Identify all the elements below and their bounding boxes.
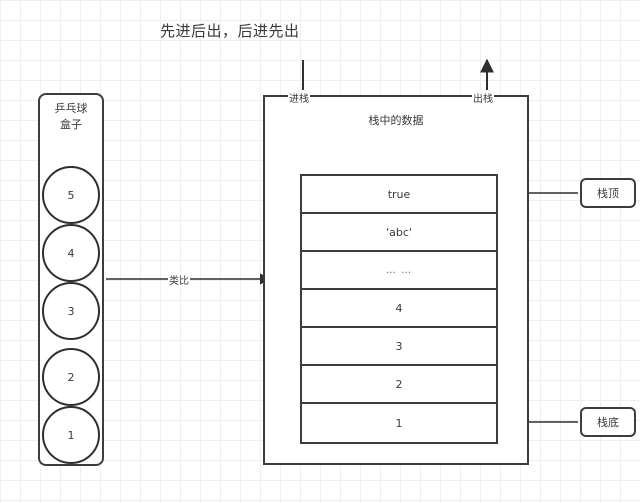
stack-top-callout: 栈顶: [580, 178, 636, 208]
stack-cell: 2: [302, 366, 496, 404]
ping-pong-ball-box-label-line2: 盒子: [60, 118, 82, 131]
stack-bottom-callout: 栈底: [580, 407, 636, 437]
stack-cell-ellipsis: … …: [302, 252, 496, 290]
pop-arrow-label: 出栈: [472, 90, 494, 105]
diagram-title: 先进后出，后进先出: [160, 22, 300, 40]
ball-item: 2: [42, 348, 100, 406]
ball-item: 5: [42, 166, 100, 224]
stack-cell: 'abc': [302, 214, 496, 252]
ping-pong-ball-box-label-line1: 乒乓球: [54, 102, 88, 115]
stack-container-label: 栈中的数据: [368, 114, 424, 127]
push-arrow-label: 进栈: [288, 90, 310, 105]
stack-cell: true: [302, 176, 496, 214]
stack-cell: 3: [302, 328, 496, 366]
ball-item: 1: [42, 406, 100, 464]
stack-cell: 4: [302, 290, 496, 328]
ping-pong-ball-box-label: 乒乓球 盒子: [38, 101, 104, 133]
ball-item: 4: [42, 224, 100, 282]
analogy-arrow-label: 类比: [168, 272, 190, 287]
stack-cell: 1: [302, 404, 496, 442]
ball-item: 3: [42, 282, 100, 340]
stack-cell-list: true 'abc' … … 4 3 2 1: [300, 174, 498, 444]
